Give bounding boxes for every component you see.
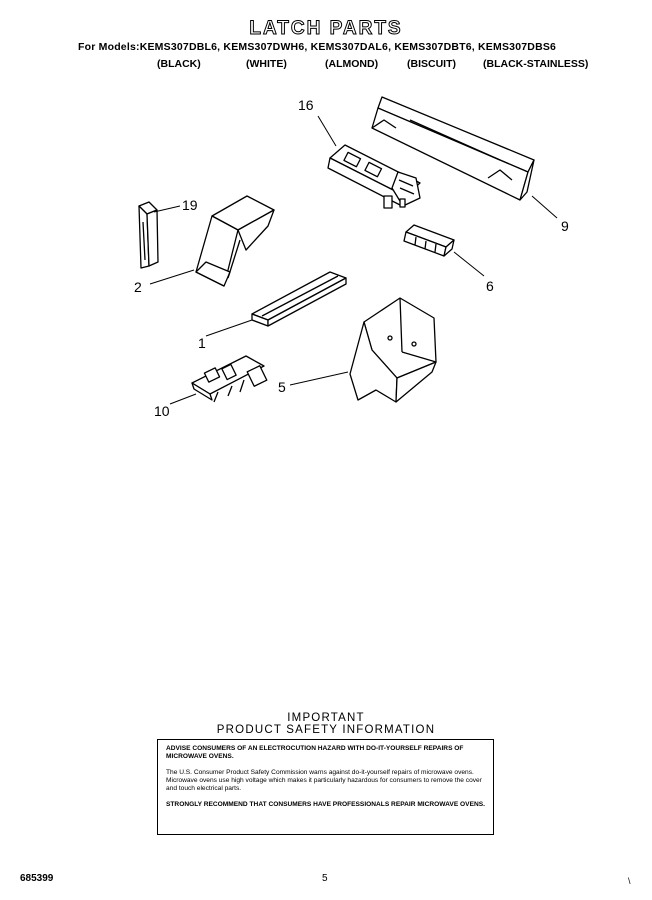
part-6-block [403, 224, 455, 257]
color-black: (BLACK) [157, 58, 201, 70]
document-number: 685399 [20, 873, 54, 884]
callout-19: 19 [182, 197, 198, 213]
callout-1: 1 [198, 335, 206, 351]
safety-para-cpsc: The U.S. Consumer Product Safety Commiss… [166, 769, 482, 792]
page-number: 5 [322, 873, 328, 884]
callout-2: 2 [134, 279, 142, 295]
part-9-latch-bar [371, 96, 535, 201]
safety-heading-title: PRODUCT SAFETY INFORMATION [216, 724, 436, 736]
safety-para-recommend: STRONGLY RECOMMEND THAT CONSUMERS HAVE P… [166, 801, 485, 808]
part-19-strip [138, 201, 159, 269]
part-16-latch-assembly [327, 144, 421, 209]
part-1-plate [251, 271, 347, 327]
corner-mark: \ [628, 876, 631, 886]
page-title: LATCH PARTS [249, 18, 403, 40]
part-5-shield [349, 297, 437, 403]
safety-heading-important: IMPORTANT [287, 712, 365, 724]
leader-lines [149, 115, 558, 405]
safety-para-advise: ADVISE CONSUMERS OF AN ELECTROCUTION HAZ… [166, 745, 464, 760]
callout-10: 10 [154, 403, 170, 419]
color-black-stainless: (BLACK-STAINLESS) [483, 58, 589, 70]
color-legend: (BLACK) (WHITE) (ALMOND) (BISCUIT) (BLAC… [0, 58, 652, 74]
callout-6: 6 [486, 278, 494, 294]
safety-notice-box: ADVISE CONSUMERS OF AN ELECTROCUTION HAZ… [157, 739, 494, 835]
models-line: For Models:KEMS307DBL6, KEMS307DWH6, KEM… [78, 41, 557, 53]
callout-16: 16 [298, 97, 314, 113]
part-2-bracket [195, 195, 275, 287]
safety-heading: IMPORTANT PRODUCT SAFETY INFORMATION [150, 712, 502, 736]
color-white: (WHITE) [246, 58, 287, 70]
part-10-switch-assembly [191, 355, 268, 403]
color-biscuit: (BISCUIT) [407, 58, 456, 70]
callout-9: 9 [561, 218, 569, 234]
color-almond: (ALMOND) [325, 58, 379, 70]
callout-5: 5 [278, 379, 286, 395]
